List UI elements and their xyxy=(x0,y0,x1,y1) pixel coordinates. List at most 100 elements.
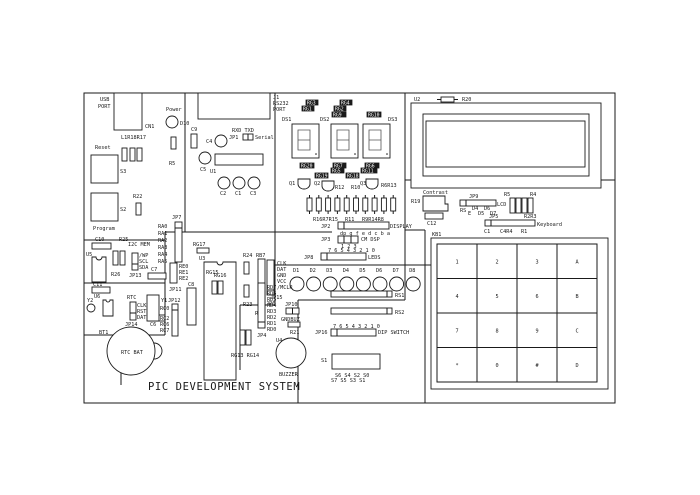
svg-text:RE1: RE1 xyxy=(179,270,188,276)
jp16-label: JP16 xyxy=(315,330,328,336)
keypad-key[interactable]: D xyxy=(576,363,579,369)
c12-capacitor xyxy=(424,212,444,220)
c3-label: C3 xyxy=(250,191,256,197)
keypad-key[interactable]: * xyxy=(456,363,459,369)
keypad-key[interactable]: 7 xyxy=(456,328,459,334)
rg13-resistor xyxy=(239,329,246,346)
svg-text:RA3: RA3 xyxy=(158,245,167,251)
svg-text:RA4: RA4 xyxy=(158,252,167,258)
seven-seg-section: RG3 RG1 RG4 RG2 RG9 RG10 xyxy=(301,99,382,118)
rs2-label: RS2 xyxy=(395,310,404,316)
dip-bottom-row-1: S6 S4 S2 S0 xyxy=(335,373,369,379)
q2-transistor xyxy=(321,180,335,192)
segment-resistor xyxy=(380,197,387,212)
usb-connector xyxy=(113,92,143,131)
svg-text:RD0: RD0 xyxy=(267,327,276,333)
contrast-pot[interactable] xyxy=(422,195,449,212)
rg14-resistor xyxy=(245,329,252,346)
jp5-jumper[interactable] xyxy=(484,219,536,227)
q1-transistor xyxy=(297,178,311,190)
lcd-pin-d6: D6 xyxy=(484,206,490,212)
keypad-key[interactable]: 1 xyxy=(456,259,459,265)
jp2-jumper[interactable] xyxy=(337,221,390,230)
jp2-label: JP2 xyxy=(321,224,330,230)
c12-label: C12 xyxy=(427,221,436,227)
program-switch[interactable] xyxy=(90,192,119,222)
reset-label: Reset xyxy=(95,145,111,151)
jp14-header[interactable] xyxy=(129,301,137,321)
c1-capacitor xyxy=(232,176,246,190)
dip-bottom-row-2: S7 S5 S3 S1 xyxy=(331,378,365,384)
r24-resistor xyxy=(243,261,250,275)
portc-header[interactable] xyxy=(171,303,179,337)
rs2-resistor-network xyxy=(330,307,393,315)
r12-label: R12 xyxy=(335,185,344,191)
s1-label: S1 xyxy=(321,358,327,364)
d10-label: D10 xyxy=(180,121,189,127)
svg-text:RA1: RA1 xyxy=(158,231,167,237)
jp8-jumper[interactable] xyxy=(320,252,367,261)
keypad-key[interactable]: C xyxy=(576,328,579,334)
keypad-key[interactable]: 3 xyxy=(536,259,539,265)
svg-text:RD4: RD4 xyxy=(267,303,276,309)
icsp-header[interactable] xyxy=(266,259,275,296)
y2-crystal xyxy=(86,303,96,313)
keypad-key[interactable]: 9 xyxy=(536,328,539,334)
reset-switch[interactable] xyxy=(90,154,119,184)
r26-resistor xyxy=(112,250,119,266)
rtc-battery xyxy=(106,326,156,376)
keypad-key[interactable]: A xyxy=(576,259,580,265)
keypad-key[interactable]: B xyxy=(576,294,579,300)
icsp-dat: DAT xyxy=(277,267,286,273)
keypad-key[interactable]: 8 xyxy=(496,328,499,334)
portd-header[interactable] xyxy=(257,282,266,329)
jp9-jumper[interactable] xyxy=(459,199,497,207)
svg-text:RD1: RD1 xyxy=(267,321,276,327)
dip-switch[interactable] xyxy=(331,353,381,370)
keypad-key[interactable]: # xyxy=(536,363,540,369)
buzzer xyxy=(275,337,307,369)
segment-resistor xyxy=(315,197,322,212)
leds-label: LEDS xyxy=(368,255,381,261)
r5-resistor xyxy=(170,136,177,150)
jp13-header[interactable] xyxy=(131,252,139,271)
cn1-label: CN1 xyxy=(145,124,154,130)
led xyxy=(289,276,305,292)
c3-capacitor xyxy=(247,176,261,190)
dip-bit-numbers: 7 6 5 4 3 2 1 0 xyxy=(333,324,380,330)
keypad-key[interactable]: 4 xyxy=(456,294,459,300)
c9-label: C9 xyxy=(191,127,197,133)
rg17-resistor xyxy=(196,247,210,254)
jp15-label: JP15 xyxy=(270,295,283,301)
rc6-label: RC6 xyxy=(160,322,169,328)
jp3-jumper[interactable] xyxy=(337,235,359,244)
c8-label: C8 xyxy=(188,282,194,288)
svg-text:RA0: RA0 xyxy=(158,224,167,230)
svg-text:RG10: RG10 xyxy=(368,112,380,118)
s2-label: S2 xyxy=(120,207,126,213)
keypad-key[interactable]: 2 xyxy=(496,259,499,265)
lcd-pin-d5: D5 xyxy=(478,211,484,217)
ds3-display xyxy=(362,123,391,159)
svg-text:RG4: RG4 xyxy=(341,100,350,106)
segment-resistor xyxy=(343,197,350,212)
led-label: D6 xyxy=(376,268,382,274)
q2-label: Q2 xyxy=(314,181,320,187)
svg-text:RG18: RG18 xyxy=(347,173,359,179)
jp11-label: JP11 xyxy=(169,287,182,293)
r25-resistor xyxy=(119,250,126,266)
rs232-label: RS232 xyxy=(273,101,289,107)
keypad-key[interactable]: 0 xyxy=(496,363,499,369)
lcd-pin-rs: RS xyxy=(460,208,466,214)
svg-text:RG3: RG3 xyxy=(307,100,316,106)
jp12-label: JP12 xyxy=(168,298,181,304)
segment-resistor xyxy=(353,197,359,212)
rg17-label: RG17 xyxy=(193,242,206,248)
keypad-key[interactable]: 6 xyxy=(536,294,539,300)
porta-header[interactable] xyxy=(174,221,183,263)
r20-resistor xyxy=(440,96,455,103)
svg-text:RG7: RG7 xyxy=(334,163,343,169)
porte-header[interactable] xyxy=(169,262,178,284)
jp16-jumper[interactable] xyxy=(330,328,377,337)
keypad-key[interactable]: 5 xyxy=(496,294,499,300)
